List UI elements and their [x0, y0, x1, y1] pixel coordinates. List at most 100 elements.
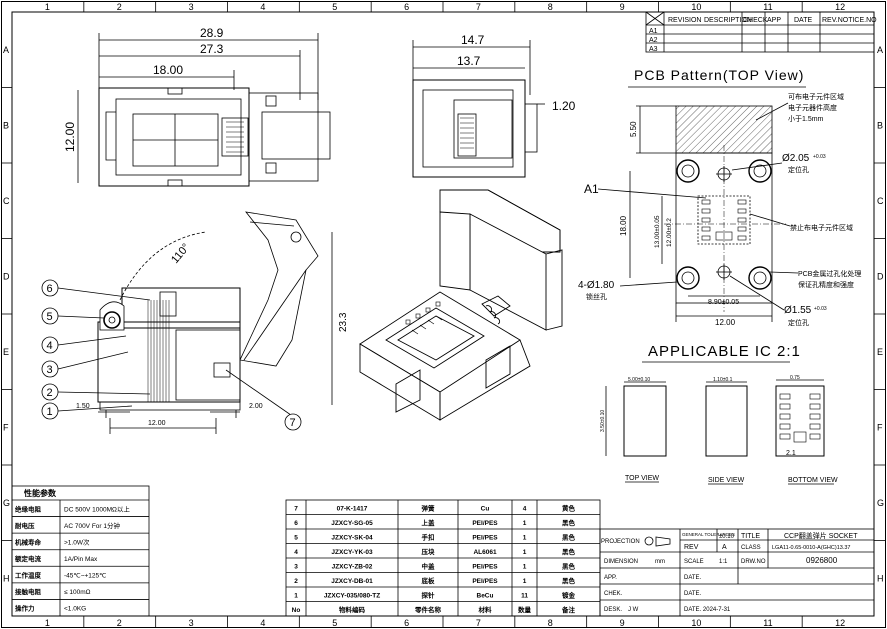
callout-leader	[57, 351, 129, 370]
bom-header-cell: 材料	[478, 605, 493, 614]
col-marker-top: 2	[117, 2, 122, 12]
ic-dim-side: 1.10±0.1	[713, 377, 733, 383]
spec-title: 性能参数	[24, 488, 57, 498]
col-marker-top: 6	[404, 2, 409, 12]
bom-cell: JZXCY-YK-03	[331, 549, 373, 556]
ic-pad	[809, 413, 821, 420]
bom-cell: 6	[294, 520, 298, 527]
bom-header-cell: No	[292, 607, 301, 614]
bom-cell: 黄色	[562, 503, 576, 512]
dim-1-20: 1.20	[552, 99, 576, 113]
callout-leader	[57, 335, 127, 346]
bom-cell: 1	[523, 563, 527, 570]
row-marker-right: F	[877, 422, 883, 432]
hole-b-note: 锁丝孔	[586, 292, 607, 301]
bom-cell: Cu	[481, 505, 490, 512]
col-marker-top: 4	[260, 2, 265, 12]
col-marker-top: 10	[691, 2, 701, 12]
ic-pad	[809, 403, 821, 410]
col-marker-bottom: 10	[691, 618, 701, 628]
hole-a-tol: +0.03	[813, 154, 826, 160]
isometric-view	[359, 189, 563, 421]
bom-cell: 3	[294, 563, 298, 570]
bom-cell: PEI/PES	[472, 520, 498, 527]
pcb-pad	[701, 208, 711, 214]
bom-cell: 1	[523, 534, 527, 541]
bom-cell: 弹簧	[422, 503, 436, 512]
row-marker-right: G	[877, 498, 884, 508]
callout-leader	[57, 315, 105, 319]
callout-number: 3	[47, 364, 53, 376]
dimension-unit: mm	[655, 559, 665, 565]
spec-value: AC 700V For 1分钟	[64, 521, 120, 530]
spec-name: 接触电阻	[15, 587, 42, 596]
pcb-pad	[737, 208, 747, 214]
ic-dim-top: 5.00±0.10	[628, 377, 650, 383]
ic-dim-bottom: 0.75	[790, 375, 800, 381]
callout-circle	[41, 360, 59, 378]
row-marker-right: C	[877, 196, 884, 206]
hole-a-note: 定位孔	[788, 165, 809, 174]
hole-c-dim: Ø1.55	[784, 305, 812, 316]
col-marker-top: 9	[620, 2, 625, 12]
col-marker-top: 3	[189, 2, 194, 12]
dim-18-00: 18.00	[153, 63, 183, 77]
pcb-pattern: PCB Pattern(TOP View) 5.50	[578, 67, 861, 327]
spec-name: 机械寿命	[15, 537, 42, 546]
callout-number: 6	[47, 283, 53, 295]
bom-cell: 探针	[422, 590, 436, 599]
callout-leader	[57, 405, 133, 412]
rev-value: A	[722, 544, 727, 551]
dimension-label: DIMENSION	[604, 559, 638, 565]
ic-top-view-label: TOP VIEW	[625, 475, 659, 482]
ic-pad	[779, 423, 791, 430]
col-marker-bottom: 1	[45, 618, 50, 628]
bom-cell: 黑色	[562, 532, 576, 541]
projection-label: PROJECTION	[601, 539, 640, 545]
callout-number: 2	[47, 387, 53, 399]
pcb-pad	[737, 199, 747, 205]
side-view: 14.7 13.7 1.20	[412, 33, 576, 178]
col-marker-bottom: 2	[117, 618, 122, 628]
spec-value: >1.0W次	[64, 537, 90, 546]
pcb-pad	[701, 199, 711, 205]
dim-5-50: 5.50	[629, 121, 638, 137]
chek-label: CHEK.	[604, 591, 623, 597]
col-marker-bottom: 8	[548, 618, 553, 628]
hole-c-note: 定位孔	[788, 318, 809, 327]
drw-label: DRW.NO	[741, 559, 766, 565]
dim-14-7: 14.7	[461, 33, 485, 47]
spec-name: 操作力	[15, 604, 35, 613]
row-marker-left: D	[3, 271, 10, 281]
pcb-title: PCB Pattern(TOP View)	[634, 67, 804, 83]
spec-name: 额定电流	[15, 554, 42, 563]
row-marker-left: E	[3, 347, 9, 357]
ic-pad	[809, 423, 821, 430]
date-value: DATE. 2024-7-31	[684, 607, 731, 613]
col-marker-bottom: 4	[260, 618, 265, 628]
title-block: PROJECTION GENERAL TOLERANCES ±0.10 REV …	[599, 528, 875, 617]
rev-header-date: DATE	[794, 17, 812, 24]
col-marker-top: 1	[45, 2, 50, 12]
bom-cell: 4	[294, 549, 298, 556]
bom-cell: JZXCY-DB-01	[331, 578, 373, 585]
bom-cell: JZXCY-SK-04	[331, 534, 373, 541]
callout-circle	[284, 413, 302, 431]
col-marker-top: 5	[332, 2, 337, 12]
note-keepout: 禁止布电子元件区域	[790, 223, 853, 232]
applicable-ic: APPLICABLE IC 2:1 5.00±0.10 3.50±0.10 TO…	[600, 343, 838, 485]
bom-cell: 1	[523, 549, 527, 556]
dim-12-00-section: 12.00	[148, 420, 166, 427]
spec-name: 工作温度	[15, 571, 42, 580]
bom-cell: 1	[523, 578, 527, 585]
dim-12-00-v: 12.00±0.2	[666, 218, 673, 247]
pcb-pad	[737, 226, 747, 232]
row-marker-left: G	[3, 498, 10, 508]
spec-value: 1A/Pin Max	[64, 556, 98, 563]
col-marker-top: 12	[835, 2, 845, 12]
ic-pad	[779, 413, 791, 420]
row-marker-left: H	[3, 573, 10, 583]
